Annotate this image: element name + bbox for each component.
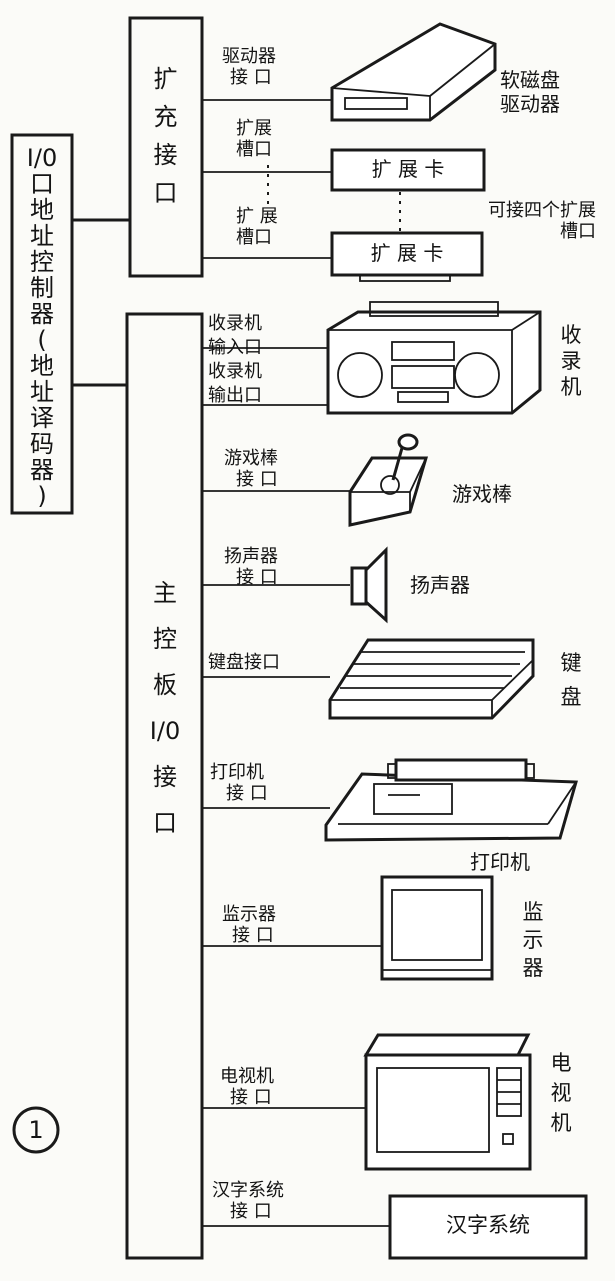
controller-line-8: 地: [30, 352, 54, 380]
monitor-port-label-1: 接 口: [232, 925, 274, 946]
main-board-label-0: 主: [153, 579, 177, 607]
recorder-name-0: 收: [560, 323, 582, 347]
tv-port-label-1: 接 口: [230, 1087, 272, 1108]
recorder-port-label-1: 输入口: [208, 337, 262, 358]
printer-port-label-0: 打印机: [210, 762, 264, 783]
recorder-port-label-3: 输出口: [208, 385, 262, 406]
recorder-name-1: 录: [560, 349, 582, 373]
expansion-card-2: [330, 231, 484, 277]
speaker-port-label-1: 接 口: [236, 567, 278, 588]
printer-drawing: [324, 758, 578, 842]
controller-line-12: 器: [30, 456, 54, 484]
slot2-port-label-0: 扩 展: [236, 206, 278, 227]
main-board-label-2: 板: [153, 671, 177, 699]
slots-note-1: 槽口: [560, 221, 596, 242]
speaker-drawing: [350, 546, 388, 624]
slot1-port-label-0: 扩展: [236, 118, 272, 139]
printer-name: 打印机: [470, 850, 530, 874]
controller-line-1: 口: [30, 170, 54, 198]
main-board-label-3: I/0: [149, 717, 181, 745]
slot1-port-label-1: 槽口: [236, 139, 272, 160]
joystick-name: 游戏棒: [452, 482, 512, 506]
controller-line-3: 址: [30, 222, 54, 250]
drive-port-label-1: 接 口: [230, 67, 272, 88]
slots-note-0: 可接四个扩展: [488, 200, 596, 221]
cassette-recorder-drawing: [326, 301, 542, 415]
keyboard-name-0: 键: [560, 651, 582, 675]
expansion-card-1: [330, 148, 486, 192]
joystick-port-label-1: 接 口: [236, 469, 278, 490]
controller-line-9: 址: [30, 378, 54, 406]
recorder-port-label-2: 收录机: [208, 361, 262, 382]
speaker-port-label-0: 扬声器: [224, 546, 278, 567]
controller-line-13: ): [37, 482, 47, 510]
chinese-system-port-label-1: 接 口: [230, 1201, 272, 1222]
television-drawing: [363, 1033, 532, 1171]
expansion-port-label: 扩充接口: [149, 66, 177, 218]
main-board-label-1: 控: [153, 625, 177, 653]
address-controller-box: [10, 133, 74, 515]
main-board-label-5: 口: [153, 809, 177, 837]
recorder-port-label-0: 收录机: [208, 313, 262, 334]
controller-line-2: 地: [30, 196, 54, 224]
slot2-card-label: 扩 展 卡: [370, 241, 444, 265]
printer-port-label-1: 接 口: [226, 783, 268, 804]
controller-line-5: 制: [30, 274, 54, 302]
slot1-card-label: 扩 展 卡: [371, 157, 445, 181]
controller-line-7: (: [37, 326, 47, 354]
recorder-name-2: 机: [560, 375, 582, 399]
controller-line-11: 码: [30, 430, 54, 458]
controller-line-10: 译: [30, 404, 54, 432]
tv-name-0: 电: [550, 1051, 572, 1075]
figure-number: 1: [28, 1116, 44, 1144]
monitor-port-label-0: 监示器: [222, 904, 276, 925]
monitor-name-2: 器: [522, 956, 544, 980]
floppy-drive-label-1: 驱动器: [500, 92, 560, 116]
floppy-drive-drawing: [330, 22, 497, 122]
chinese-system-port-label-0: 汉字系统: [212, 1180, 284, 1201]
expansion-card-2-edge: [359, 274, 451, 282]
controller-line-6: 器: [30, 300, 54, 328]
tv-name-2: 机: [550, 1111, 572, 1135]
figure-number-circle: [12, 1106, 60, 1154]
chinese-system-box: [388, 1194, 588, 1260]
keyboard-name-1: 盘: [560, 685, 582, 709]
main-board-label-4: 接: [153, 763, 177, 791]
tv-name-1: 视: [550, 1081, 572, 1105]
joystick-port-label-0: 游戏棒: [224, 448, 278, 469]
chinese-system-name: 汉字系统: [446, 1213, 530, 1237]
keyboard-drawing: [328, 638, 535, 720]
main-board-box: [125, 312, 204, 1260]
drive-port-label-0: 驱动器: [222, 46, 276, 67]
slot2-port-label-1: 槽口: [236, 227, 272, 248]
keyboard-port-label: 键盘接口: [208, 652, 280, 673]
tv-port-label-0: 电视机: [220, 1066, 274, 1087]
speaker-name: 扬声器: [410, 573, 470, 597]
floppy-drive-label-0: 软磁盘: [500, 68, 560, 92]
monitor-drawing: [380, 875, 494, 981]
expansion-port-box: [128, 16, 204, 278]
monitor-name-0: 监: [522, 900, 544, 924]
controller-line-0: I/0: [26, 144, 58, 172]
monitor-name-1: 示: [522, 928, 544, 952]
joystick-drawing: [348, 433, 429, 527]
controller-line-4: 控: [30, 248, 54, 276]
